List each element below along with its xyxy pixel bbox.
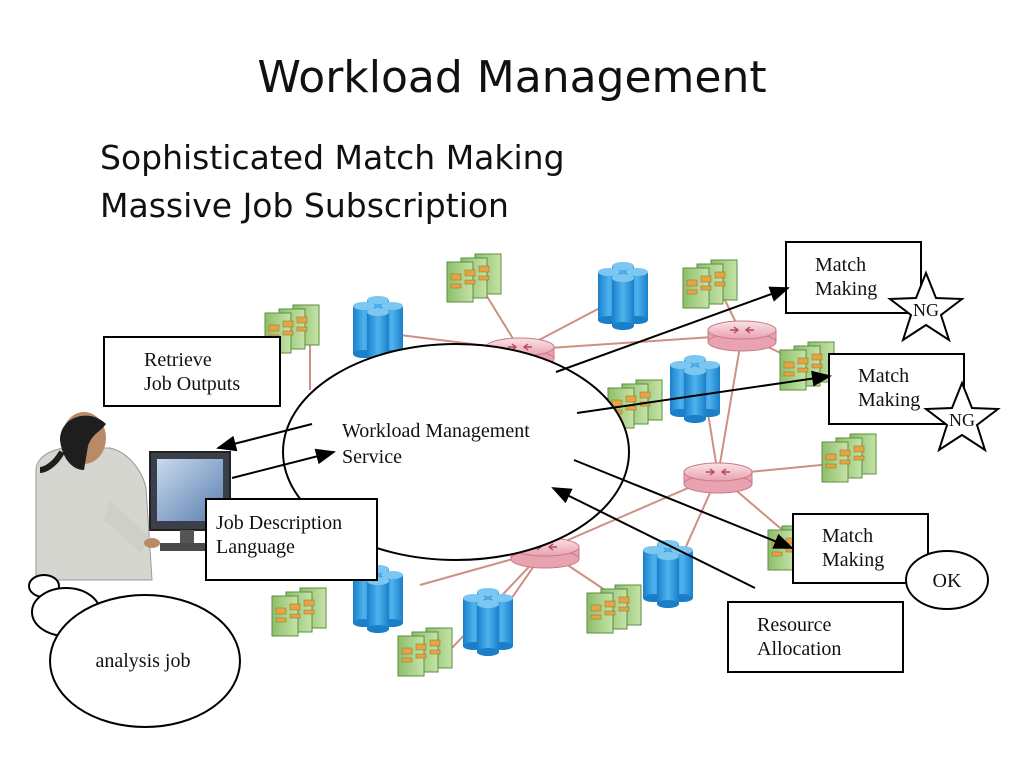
bullet-job-subscription: Massive Job Subscription xyxy=(100,186,509,225)
server-cluster-icon xyxy=(821,433,877,483)
slide-title: Workload Management xyxy=(257,52,767,103)
thought-bubble-label: analysis job xyxy=(96,650,191,672)
ng-star-icon xyxy=(923,380,1001,453)
retrieve-job-outputs-label: Retrieve Job Outputs xyxy=(144,349,240,395)
thought-bubble xyxy=(49,594,241,728)
storage-icon xyxy=(463,588,513,656)
retrieve-job-outputs-box xyxy=(103,336,281,407)
job-description-language-box xyxy=(205,498,378,581)
ok-circle xyxy=(905,550,989,610)
router-icon xyxy=(707,320,777,352)
flow-arrows xyxy=(216,286,832,589)
match-making-box xyxy=(792,513,929,584)
match-making-label: Match Making xyxy=(858,365,920,411)
storage-icon xyxy=(598,262,648,330)
server-cluster-icon xyxy=(397,627,453,677)
storage-icon xyxy=(643,540,693,608)
server-cluster-icon xyxy=(586,584,642,634)
router-icon xyxy=(683,462,753,494)
server-cluster-icon xyxy=(271,587,327,637)
ok-label: OK xyxy=(933,570,962,592)
user-at-computer-icon xyxy=(35,412,231,581)
server-cluster-icon xyxy=(446,253,502,303)
resource-allocation-box xyxy=(727,601,904,673)
job-description-language-label: Job Description Language xyxy=(216,512,347,558)
bullet-match-making: Sophisticated Match Making xyxy=(100,138,565,177)
server-cluster-icon xyxy=(682,259,738,309)
workload-service-label: Workload Management Service xyxy=(342,420,535,468)
ng-label: NG xyxy=(913,300,939,320)
ng-star-icon xyxy=(887,270,965,343)
match-making-label: Match Making xyxy=(815,254,877,300)
ng-label: NG xyxy=(949,410,975,430)
storage-icon xyxy=(670,355,720,423)
resource-allocation-label: Resource Allocation xyxy=(757,614,841,660)
match-making-label: Match Making xyxy=(822,525,884,571)
